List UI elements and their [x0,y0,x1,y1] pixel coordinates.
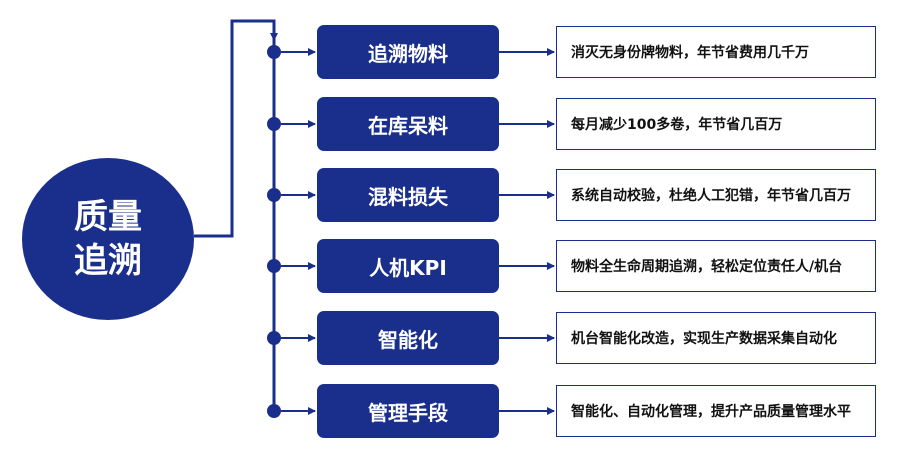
description-box-man-machine-kpi: 物料全生命周期追溯，轻松定位责任人/机台 [556,240,876,292]
junction-dot-management-means [267,404,281,418]
description-box-management-means: 智能化、自动化管理，提升产品质量管理水平 [556,385,876,437]
category-box-mixed-material-loss: 混料损失 [317,168,499,222]
category-box-trace-material: 追溯物料 [317,25,499,79]
quality-traceability-hub: 质量追溯 [22,158,194,320]
category-box-management-means: 管理手段 [317,384,499,438]
description-box-stock-idle-material: 每月减少100多卷，年节省几百万 [556,98,876,150]
junction-dot-mixed-material-loss [267,188,281,202]
junction-dot-trace-material [267,45,281,59]
category-box-intelligentization: 智能化 [317,311,499,365]
description-box-intelligentization: 机台智能化改造，实现生产数据采集自动化 [556,312,876,364]
category-box-man-machine-kpi: 人机KPI [317,239,499,293]
hub-label: 质量追溯 [74,197,142,281]
category-box-stock-idle-material: 在库呆料 [317,97,499,151]
junction-dot-intelligentization [267,331,281,345]
description-box-mixed-material-loss: 系统自动校验，杜绝人工犯错，年节省几百万 [556,169,876,221]
junction-dot-man-machine-kpi [267,259,281,273]
description-box-trace-material: 消灭无身份牌物料，年节省费用几千万 [556,26,876,78]
junction-dot-stock-idle-material [267,117,281,131]
hub-connector [194,19,278,238]
